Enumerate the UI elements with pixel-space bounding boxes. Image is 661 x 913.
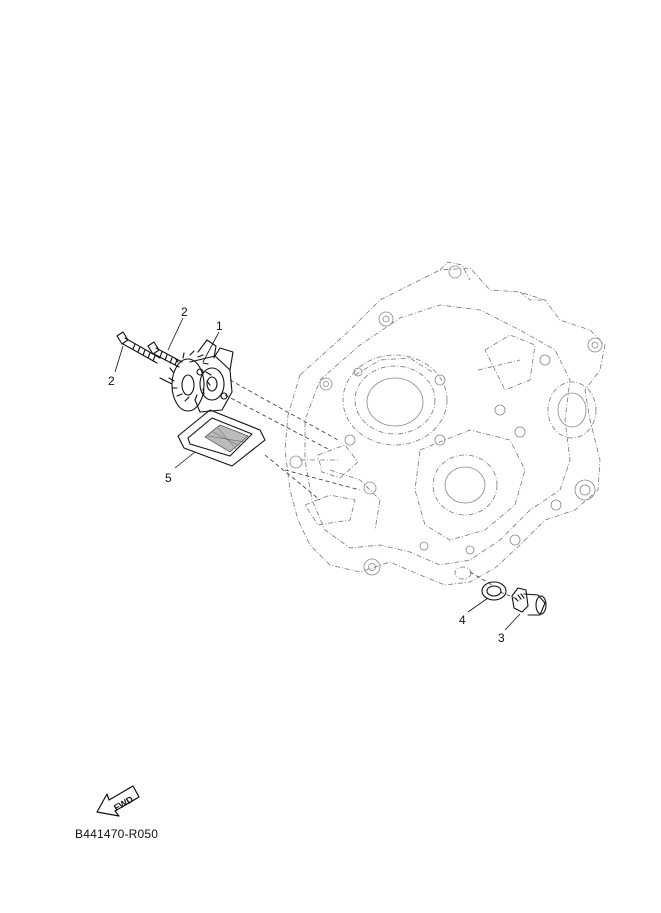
callout-3: 3 [498, 631, 505, 645]
callout-1: 1 [216, 319, 223, 333]
oil-pump-assembly [159, 339, 234, 413]
drain-bolt [511, 587, 547, 616]
callout-leaders [114, 317, 521, 631]
assembly-lines [224, 379, 521, 601]
callout-2-upper: 2 [181, 305, 188, 319]
reference-code: B441470-R050 [75, 827, 159, 841]
fwd-arrow: FWD [96, 785, 140, 817]
callout-4: 4 [459, 613, 466, 627]
washer [481, 581, 507, 601]
callout-5: 5 [165, 471, 172, 485]
strainer-screen [177, 409, 266, 467]
bolt-long [116, 331, 161, 364]
callout-2-lower: 2 [108, 374, 115, 388]
bolt-short [147, 341, 183, 368]
crankcase-outline [284, 261, 606, 586]
